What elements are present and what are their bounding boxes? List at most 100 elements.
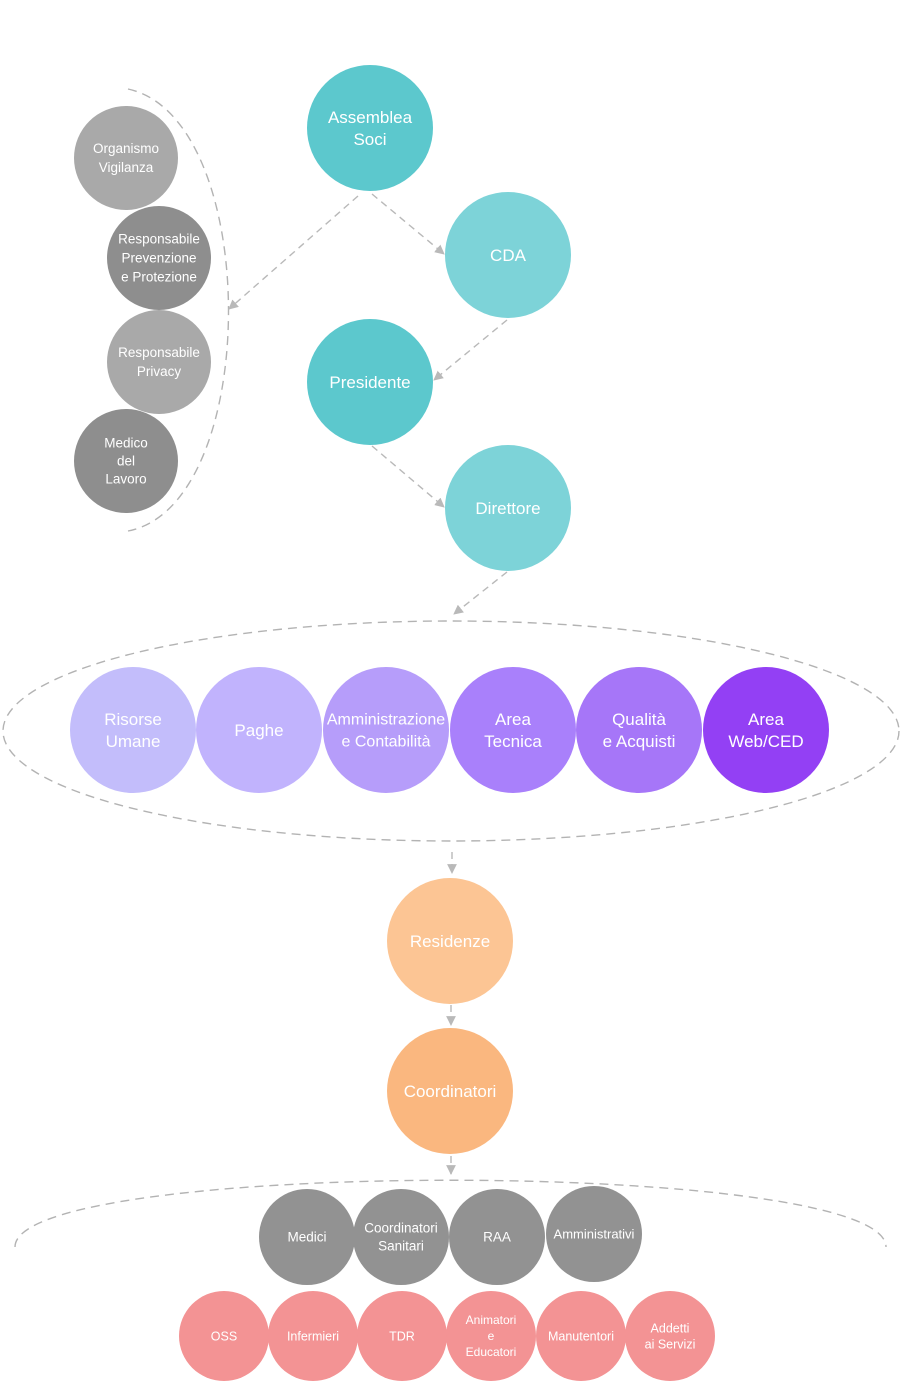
risorse-umane-node-label: Risorse: [104, 710, 162, 729]
oss-node: OSS: [179, 1291, 269, 1381]
medico-lavoro-node-circle: [74, 409, 178, 513]
animatori-educatori-node-label: Educatori: [466, 1345, 517, 1359]
area-tecnica-node-circle: [450, 667, 576, 793]
coordinatori-node: Coordinatori: [387, 1028, 513, 1154]
responsabile-privacy-node-circle: [107, 310, 211, 414]
tdr-node-label: TDR: [389, 1329, 415, 1343]
connector-cda-presidente: [433, 319, 508, 381]
responsabile-prevenzione-node-label: Responsabile: [118, 232, 200, 247]
area-web-ced-node-label: Area: [748, 710, 784, 729]
manutentori-node-circle: [536, 1291, 626, 1381]
assemblea-soci-node-label: Soci: [353, 130, 386, 149]
raa-node-circle: [449, 1189, 545, 1285]
connectors: [228, 193, 508, 1175]
area-web-ced-node-label: Web/CED: [728, 732, 803, 751]
residenze-node: Residenze: [387, 878, 513, 1004]
presidente-node-circle: [307, 319, 433, 445]
animatori-educatori-node-label: Animatori: [466, 1313, 517, 1327]
organismo-vigilanza-node-label: Organismo: [93, 141, 159, 156]
paghe-node-label: Paghe: [234, 721, 283, 740]
organismo-vigilanza-node-circle: [74, 106, 178, 210]
staff-group-bracket: [127, 88, 230, 532]
residenze-node-circle: [387, 878, 513, 1004]
connector-assemblea-staff: [228, 195, 359, 310]
direttore-node: Direttore: [445, 445, 571, 571]
responsabile-privacy-node-label: Privacy: [137, 364, 182, 379]
presidente-node-label: Presidente: [329, 373, 410, 392]
infermieri-node: Infermieri: [268, 1291, 358, 1381]
responsabile-prevenzione-node-label: Prevenzione: [121, 251, 196, 266]
qualita-acquisti-node: Qualità e Acquisti: [576, 667, 702, 793]
amministrazione-contabilita-node: Amministrazione e Contabilità: [323, 667, 449, 793]
infermieri-node-label: Infermieri: [287, 1329, 339, 1343]
addetti-servizi-node-circle: [625, 1291, 715, 1381]
coordinatori-sanitari-node-circle: [353, 1189, 449, 1285]
manutentori-node-label: Manutentori: [548, 1329, 614, 1343]
responsabile-privacy-node-label: Responsabile: [118, 345, 200, 360]
tdr-node-circle: [357, 1291, 447, 1381]
organismo-vigilanza-node-label: Vigilanza: [99, 160, 154, 175]
medici-node: Medici: [259, 1189, 355, 1285]
animatori-educatori-node-label: e: [488, 1329, 495, 1343]
raa-node: RAA: [449, 1189, 545, 1285]
direttore-node-circle: [445, 445, 571, 571]
amministrazione-contabilita-node-circle: [323, 667, 449, 793]
qualita-acquisti-node-label: e Acquisti: [603, 732, 676, 751]
paghe-node-circle: [196, 667, 322, 793]
oss-node-circle: [179, 1291, 269, 1381]
area-tecnica-node-label: Area: [495, 710, 531, 729]
connector-presidente-direttore: [371, 445, 445, 508]
responsabile-prevenzione-node-circle: [107, 206, 211, 310]
assemblea-soci-node-circle: [307, 65, 433, 191]
cda-node-circle: [445, 192, 571, 318]
direttore-node-label: Direttore: [475, 499, 540, 518]
departments-group-ellipse: [2, 620, 900, 842]
addetti-servizi-node-label: Addetti: [651, 1321, 690, 1335]
infermieri-node-circle: [268, 1291, 358, 1381]
coordinatori-node-circle: [387, 1028, 513, 1154]
connector-direttore-departments: [453, 571, 508, 615]
coordinatori-node-label: Coordinatori: [404, 1082, 497, 1101]
area-tecnica-node-label: Tecnica: [484, 732, 542, 751]
medico-lavoro-node-label: del: [117, 454, 135, 469]
medici-node-label: Medici: [287, 1230, 326, 1245]
risorse-umane-node-circle: [70, 667, 196, 793]
amministrativi-node-label: Amministrativi: [554, 1227, 635, 1242]
cda-node: CDA: [445, 192, 571, 318]
residenze-node-label: Residenze: [410, 932, 490, 951]
oss-node-label: OSS: [211, 1329, 237, 1343]
amministrativi-node: Amministrativi: [546, 1186, 642, 1282]
paghe-node: Paghe: [196, 667, 322, 793]
amministrativi-node-circle: [546, 1186, 642, 1282]
medico-lavoro-node-label: Lavoro: [105, 472, 146, 487]
amministrazione-contabilita-node-label: e Contabilità: [342, 734, 431, 751]
animatori-educatori-node-circle: [446, 1291, 536, 1381]
qualita-acquisti-node-circle: [576, 667, 702, 793]
operators-group-arc: [14, 1179, 887, 1248]
medico-lavoro-node-label: Medico: [104, 436, 148, 451]
cda-node-label: CDA: [490, 246, 527, 265]
connector-assemblea-cda: [371, 193, 445, 255]
tdr-node: TDR: [357, 1291, 447, 1381]
manutentori-node: Manutentori: [536, 1291, 626, 1381]
coordinatori-sanitari-node-label: Coordinatori: [364, 1221, 438, 1236]
medici-node-circle: [259, 1189, 355, 1285]
assemblea-soci-node-label: Assemblea: [328, 108, 413, 127]
amministrazione-contabilita-node-label: Amministrazione: [327, 712, 445, 729]
risorse-umane-node-label: Umane: [106, 732, 161, 751]
qualita-acquisti-node-label: Qualità: [612, 710, 666, 729]
presidente-node: Presidente: [307, 319, 433, 445]
raa-node-label: RAA: [483, 1230, 511, 1245]
